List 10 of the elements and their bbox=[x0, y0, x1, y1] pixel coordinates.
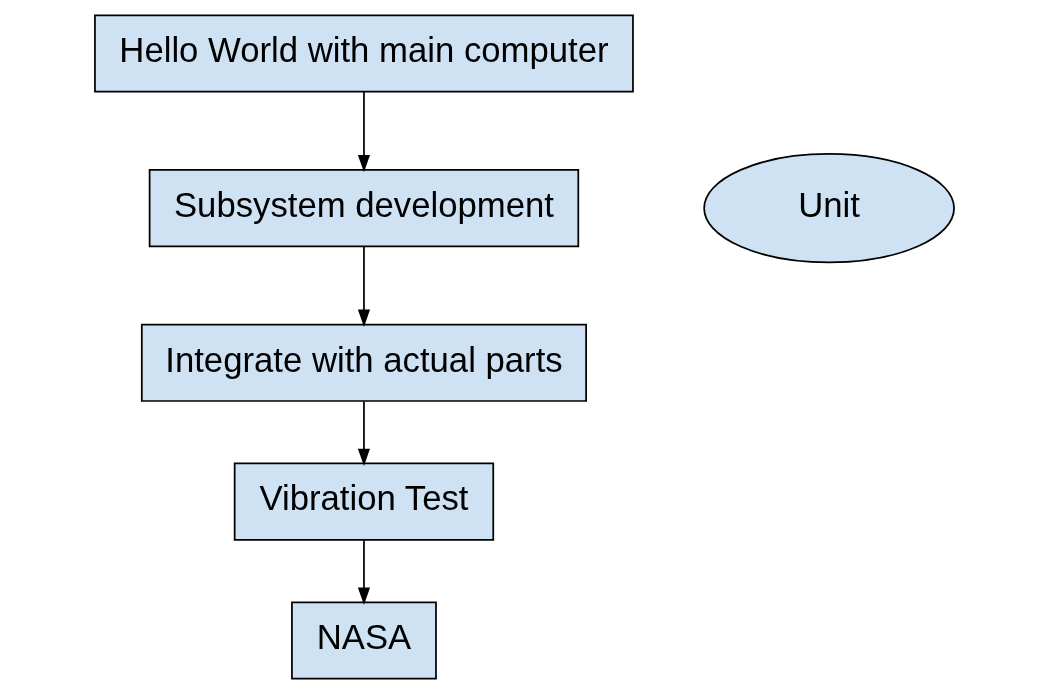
node-box: Integrate with actual parts bbox=[140, 323, 587, 402]
arrow bbox=[357, 245, 371, 327]
node-box: Hello World with main computer bbox=[94, 14, 634, 93]
node-box: Subsystem development bbox=[148, 169, 580, 248]
node-box: Vibration Test bbox=[233, 462, 495, 541]
arrow bbox=[357, 400, 371, 467]
node-box: NASA bbox=[291, 601, 437, 680]
arrow bbox=[357, 539, 371, 605]
arrow bbox=[357, 90, 371, 173]
node-ellipse: Unit bbox=[703, 153, 955, 264]
